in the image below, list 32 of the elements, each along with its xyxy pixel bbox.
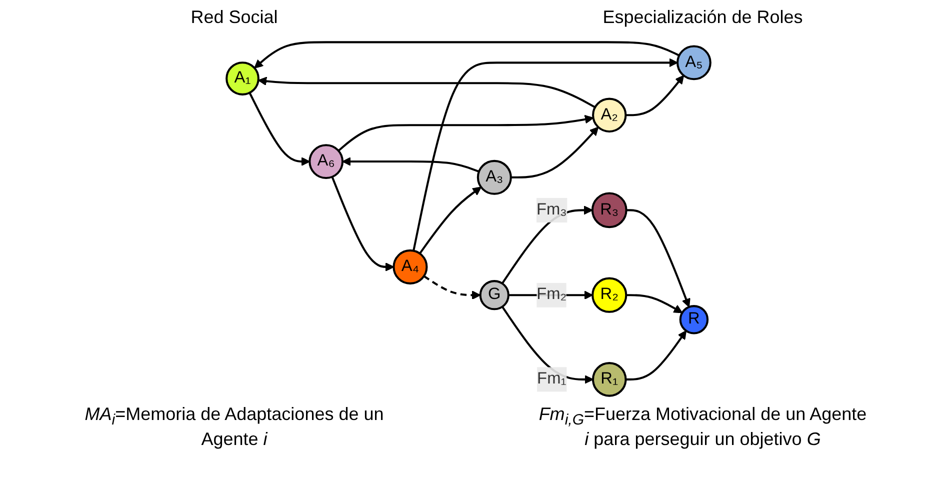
node-circle: R₁ [592,362,627,397]
edge-label: Fm₂ [536,286,567,304]
note-text: Fm$_{i,G}$=Fuerza Motivacional de un Agente i para perseguir un objetivo G [538,404,868,450]
node-circle: A₃ [476,160,512,195]
node-circle: A₂ [592,98,627,133]
note-text: MA$_{i}$=Memoria de Adaptaciones de un Agente i [84,404,385,450]
node-circle: A₄ [392,249,428,284]
arrow [258,76,596,108]
node-circle: A₅ [676,45,712,80]
node-circle: A₆ [308,144,344,180]
arrow [510,126,599,178]
arrow [418,186,482,254]
edge-label: Fm₃ [536,200,567,218]
section-heading: Red Social [190,6,278,28]
arrow [423,275,481,300]
arrow [626,209,690,308]
arrow [626,330,687,380]
node-circle: R₂ [592,277,628,313]
arrow [248,92,310,166]
node-circle: R₃ [591,192,628,228]
arrow [254,41,680,68]
node-circle: A₁ [226,62,260,96]
edge-label: Fm₁ [537,370,566,388]
arrow [626,294,683,314]
arrow [338,114,594,152]
arrow [342,157,480,173]
node-circle: G [479,280,510,310]
arrow [626,75,684,116]
section-heading: Especialización de Roles [602,6,803,28]
arrow [331,176,394,272]
arrow [412,58,678,251]
node-circle: R [679,305,709,334]
